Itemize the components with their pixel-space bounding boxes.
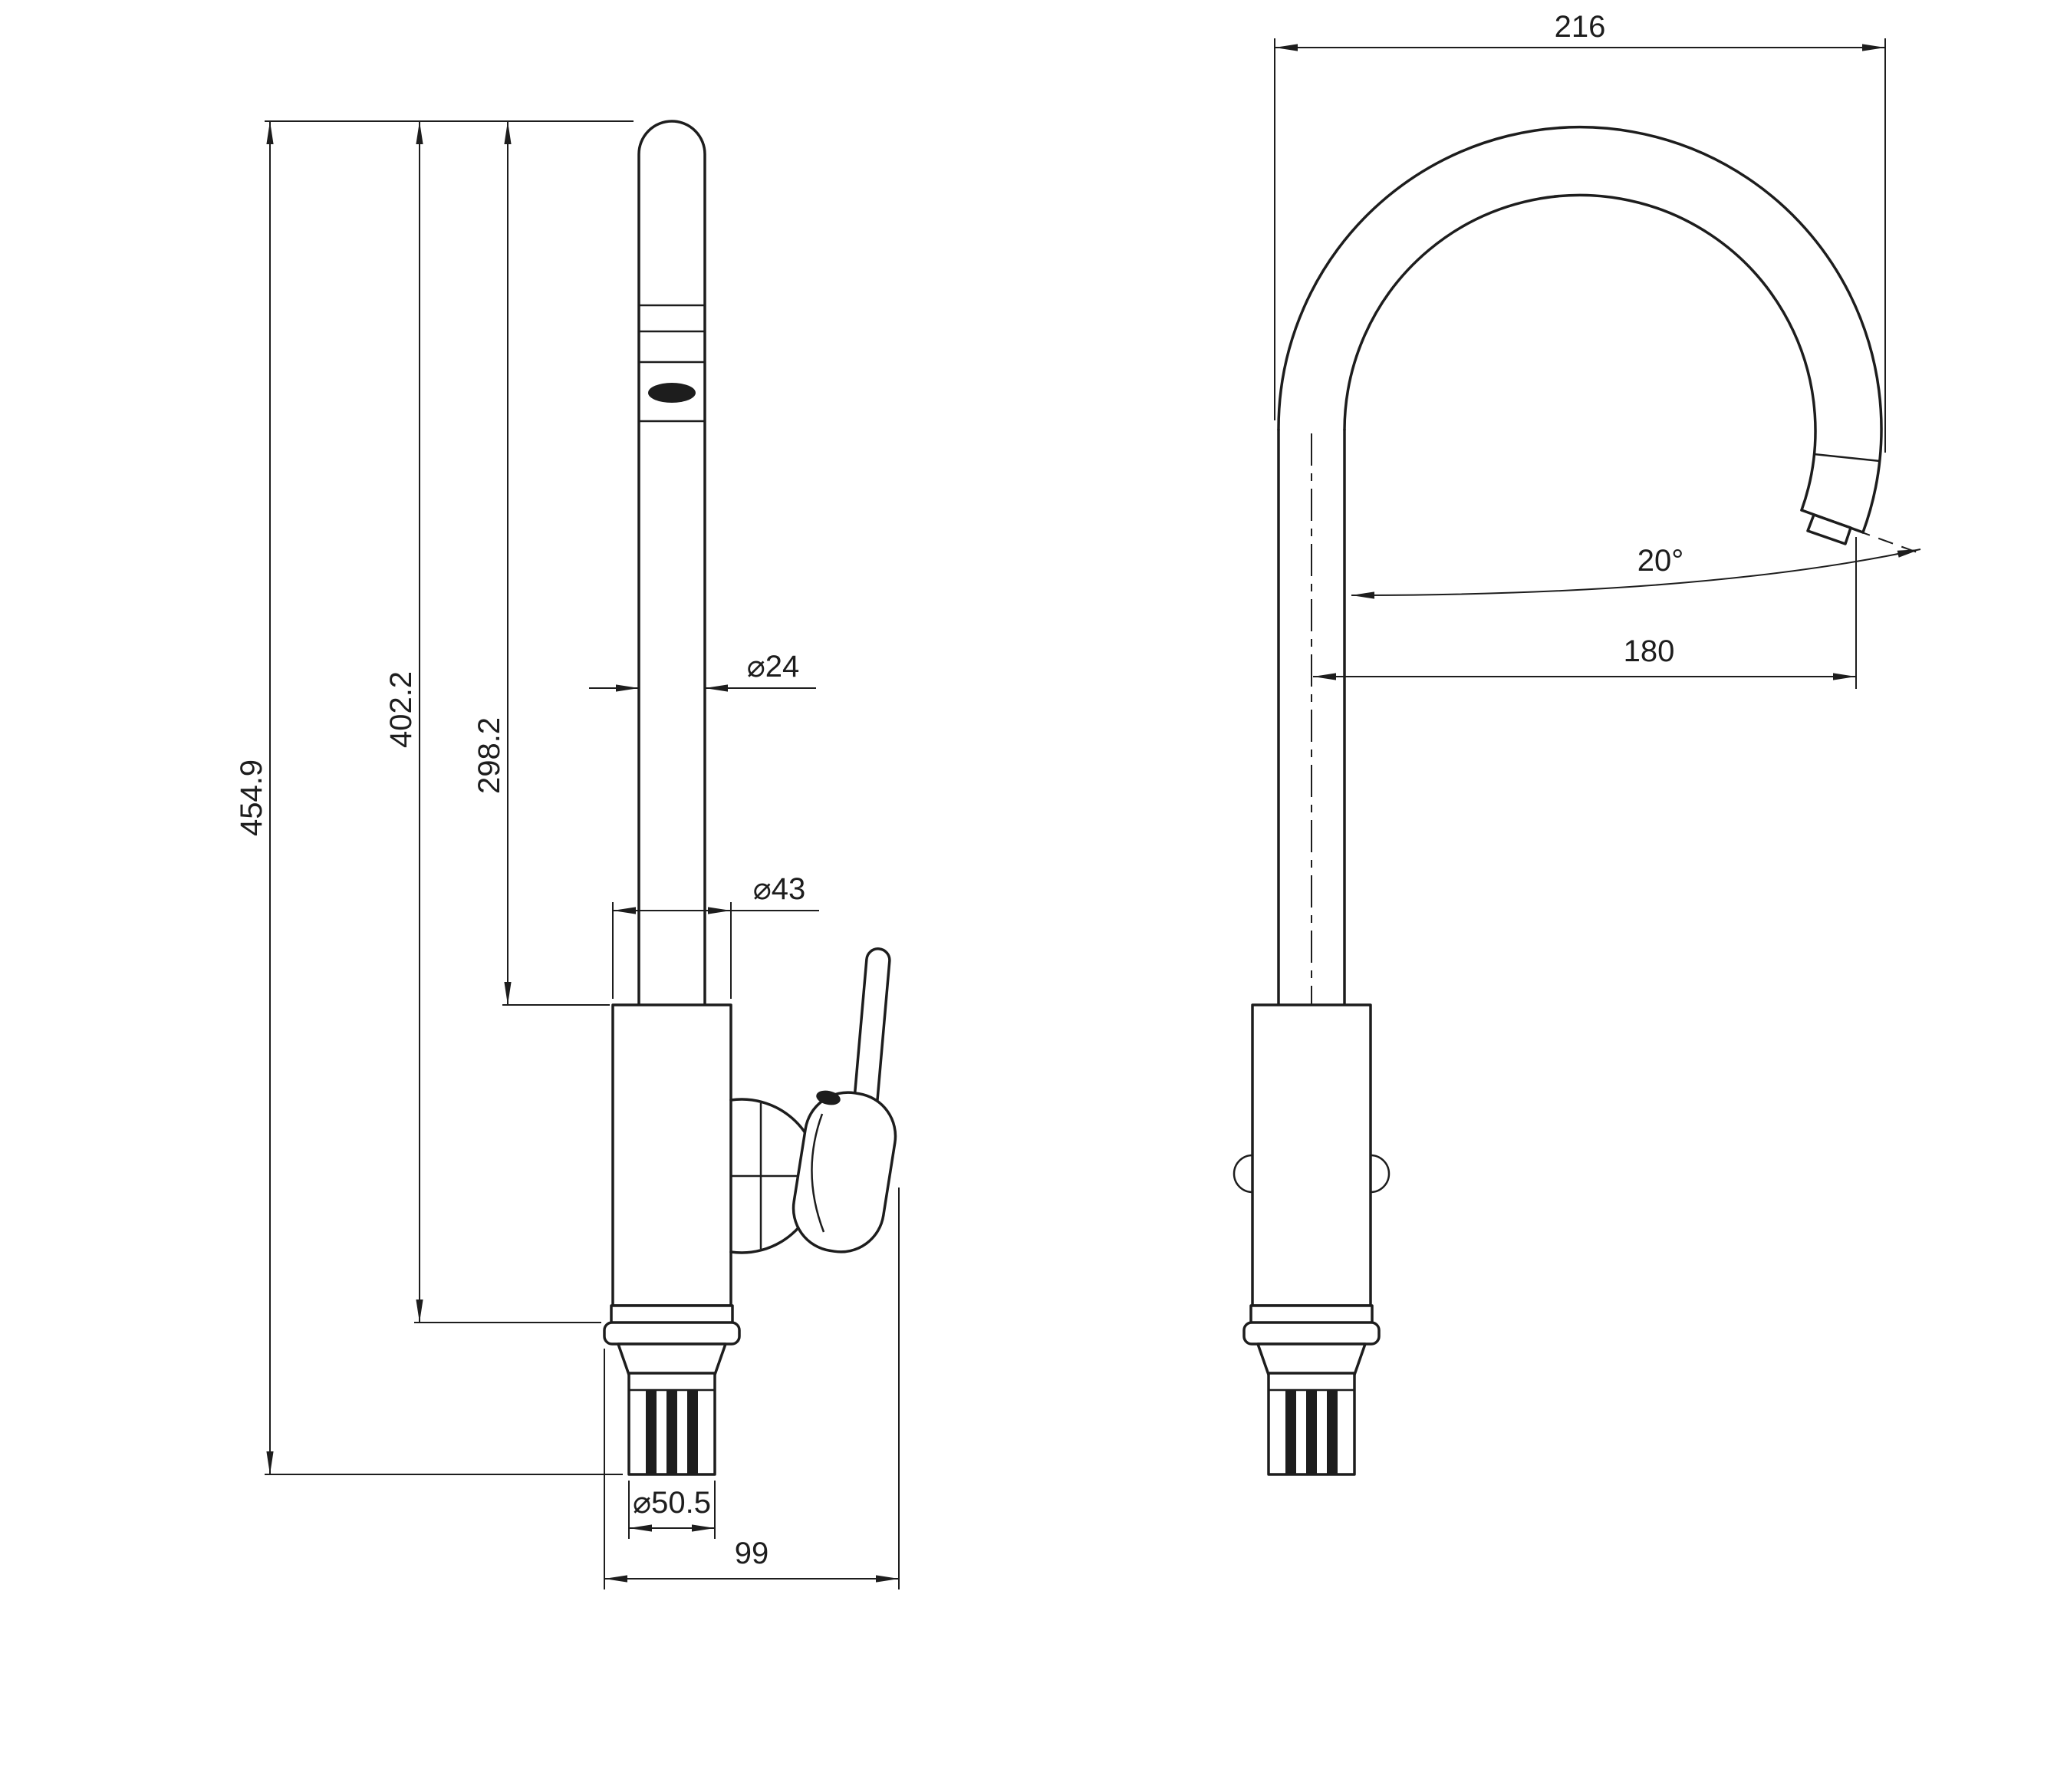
dim-overall-height-label: 454.9 — [235, 759, 268, 836]
front-body — [611, 1003, 732, 1307]
front-dimensions: 454.9 402.2 298.2 ⌀24 — [235, 120, 900, 1589]
dim-spout-span-label: 216 — [1555, 10, 1606, 44]
dim-spout-span: 216 — [1274, 10, 1886, 453]
side-aerator-tip — [1806, 513, 1852, 545]
side-body — [1233, 1003, 1391, 1307]
dim-spout-reach-label: 180 — [1624, 634, 1675, 668]
dim-base-width: 99 — [604, 1188, 900, 1589]
dim-spout-reach: 180 — [1313, 537, 1857, 689]
dim-height-to-flange: 402.2 — [384, 121, 423, 1323]
side-flange — [1242, 1304, 1381, 1376]
side-base — [1267, 1372, 1356, 1476]
front-spout-pipe — [637, 120, 706, 1008]
dim-spout-pipe-diameter-label: ⌀24 — [747, 650, 800, 684]
side-view: 216 20° 180 — [1233, 10, 1924, 1476]
dim-body-diameter: ⌀43 — [612, 872, 819, 999]
dim-height-to-body-top: 298.2 — [472, 121, 512, 1005]
front-base — [627, 1372, 716, 1476]
front-flange — [603, 1304, 741, 1376]
dim-base-diameter-label: ⌀50.5 — [633, 1486, 711, 1520]
dim-body-diameter-label: ⌀43 — [753, 872, 806, 906]
front-handle-collar — [792, 1090, 897, 1253]
dim-spout-pipe-diameter: ⌀24 — [589, 650, 816, 692]
dim-overall-height: 454.9 — [235, 121, 274, 1474]
side-gooseneck-spout — [1277, 126, 1883, 1008]
front-view: 454.9 402.2 298.2 ⌀24 — [235, 120, 900, 1589]
dim-spout-angle-label: 20° — [1637, 544, 1684, 578]
dim-height-to-flange-label: 402.2 — [384, 671, 418, 748]
dim-base-width-label: 99 — [735, 1537, 769, 1570]
dim-base-diameter: ⌀50.5 — [628, 1481, 716, 1539]
side-dimensions: 216 20° 180 — [1274, 10, 1924, 689]
front-outlet — [648, 383, 696, 403]
dim-height-to-body-top-label: 298.2 — [472, 717, 506, 794]
dim-spout-angle: 20° — [1351, 521, 1924, 599]
